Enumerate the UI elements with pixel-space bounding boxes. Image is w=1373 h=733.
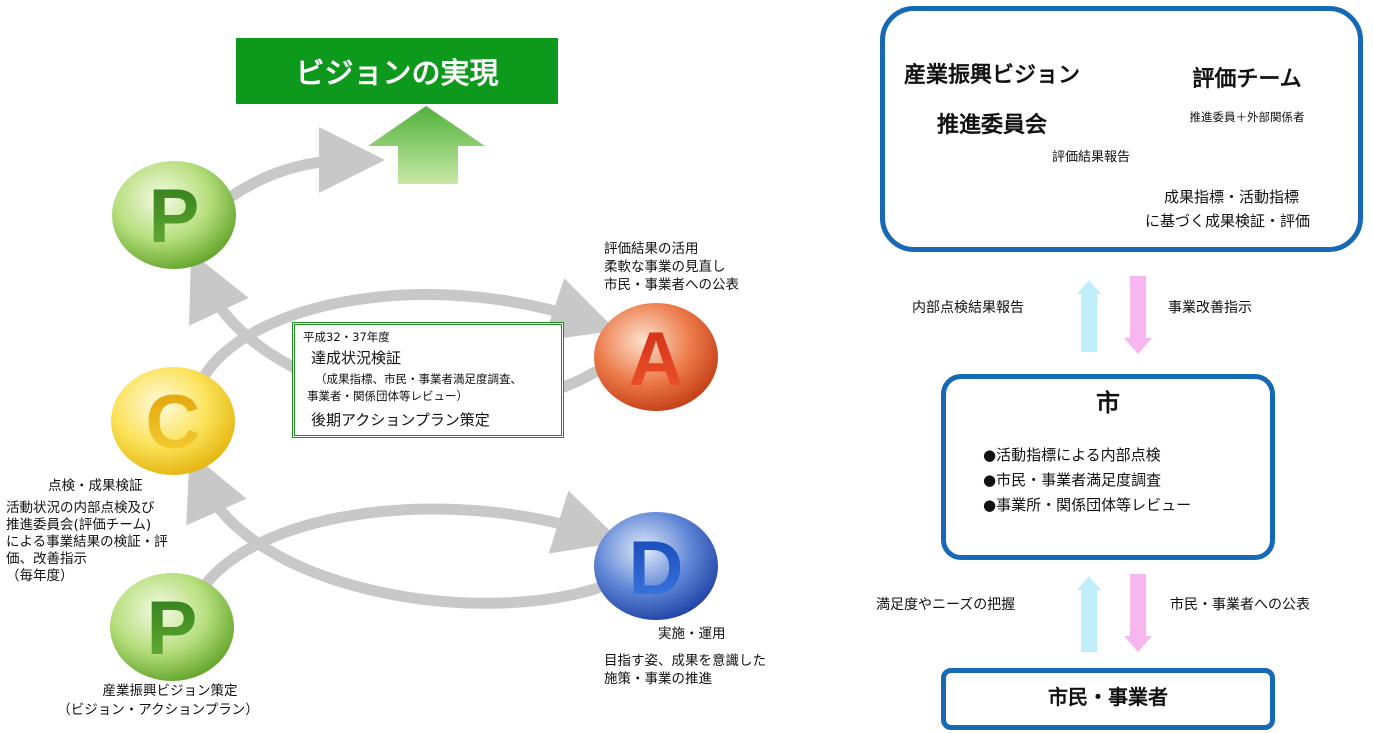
arrow-up-1	[1077, 280, 1101, 352]
publication-label: 市民・事業者への公表	[1170, 597, 1310, 613]
do-desc: 目指す姿、成果を意識した 施策・事業の推進	[604, 653, 766, 687]
circle-c: C	[111, 367, 235, 475]
circle-p-top: P	[112, 161, 236, 269]
needs-label: 満足度やニーズの把握	[876, 597, 1016, 613]
arrow-d-to-c	[186, 451, 604, 609]
city-item: ●活動指標による内部点検	[983, 446, 1161, 464]
team-members: 推進委員＋外部関係者	[1189, 110, 1305, 124]
arrow-p-to-vision	[226, 127, 385, 202]
committee-name-2: 推進委員会	[936, 113, 1047, 138]
plan-title: 産業振興ビジョン策定	[102, 683, 238, 699]
review-detail-1: （成果指標、市民・事業者満足度調査、	[315, 372, 522, 386]
circle-d: D	[594, 512, 718, 620]
review-detail-2: 事業者・関係団体等レビュー）	[307, 389, 468, 403]
check-title: 点検・成果検証	[48, 478, 143, 494]
arrow-up-2	[1077, 576, 1101, 652]
arrow-p-to-d	[199, 490, 622, 591]
act-label: 評価結果の活用 柔軟な事業の見直し 市民・事業者への公表	[604, 241, 739, 293]
citizens-box	[941, 668, 1275, 730]
arrow-down-2	[1124, 574, 1152, 652]
review-year: 平成32・37年度	[303, 330, 390, 344]
evaluation-basis-2: に基づく成果検証・評価	[1145, 212, 1311, 230]
city-title: 市	[1096, 389, 1120, 417]
city-box	[941, 374, 1275, 560]
p-bottom-letter: P	[147, 586, 198, 671]
committee-box	[880, 6, 1363, 252]
c-letter: C	[146, 380, 201, 465]
team-name: 評価チーム	[1192, 67, 1302, 92]
arrow-c-to-a	[197, 278, 617, 384]
city-item: ●事業所・関係団体等レビュー	[983, 496, 1192, 514]
circle-a: A	[594, 303, 718, 411]
a-letter: A	[629, 317, 684, 402]
committee-name-1: 産業振興ビジョン	[903, 63, 1080, 88]
circle-p-bottom: P	[110, 573, 234, 681]
vision-up-arrow	[368, 106, 485, 184]
evaluation-report-label: 評価結果報告	[1052, 150, 1131, 165]
review-plan: 後期アクションプラン策定	[311, 411, 490, 429]
city-item: ●市民・事業者満足度調査	[983, 471, 1162, 489]
arrow-down-1	[1124, 276, 1152, 354]
do-title: 実施・運用	[658, 626, 726, 642]
evaluation-basis-1: 成果指標・活動指標	[1164, 188, 1300, 206]
city-items: ●活動指標による内部点検 ●市民・事業者満足度調査 ●事業所・関係団体等レビュー	[983, 443, 1191, 518]
citizens-label: 市民・事業者	[1048, 685, 1168, 709]
vision-box: ビジョンの実現	[236, 38, 558, 104]
mid-term-review-box: 平成32・37年度 達成状況検証 （成果指標、市民・事業者満足度調査、 事業者・…	[292, 322, 564, 438]
review-title: 達成状況検証	[311, 349, 402, 367]
plan-subtitle: （ビジョン・アクションプラン）	[57, 702, 259, 718]
p-top-letter: P	[149, 174, 200, 259]
check-desc: 活動状況の内部点検及び 推進委員会(評価チーム) による事業結果の検証・評 価、…	[6, 500, 168, 584]
improvement-instruction-label: 事業改善指示	[1168, 300, 1252, 316]
internal-report-label: 内部点検結果報告	[912, 300, 1024, 316]
d-letter: D	[629, 526, 684, 611]
